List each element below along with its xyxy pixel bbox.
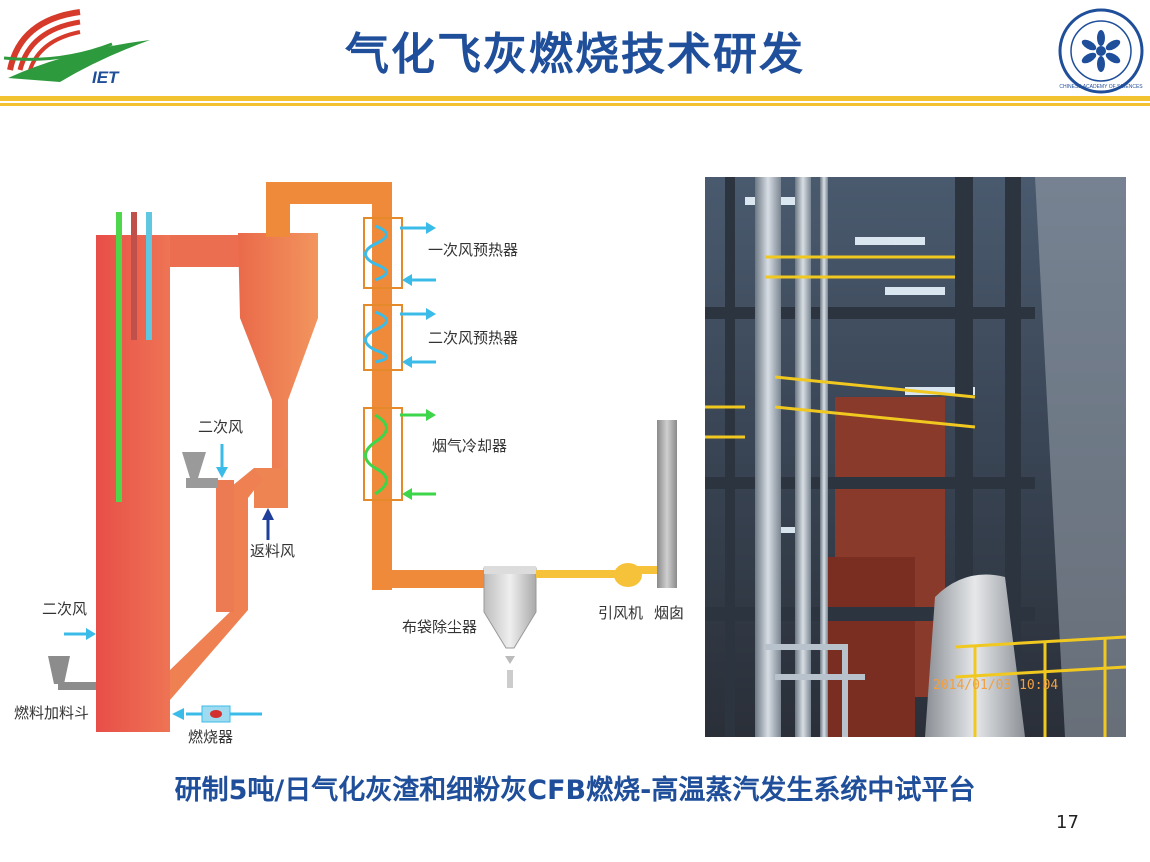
top-duct <box>266 182 392 204</box>
secondary-air-feeder <box>186 478 218 488</box>
page-title: 气化飞灰燃烧技术研发 <box>345 29 805 80</box>
return-air-label: 返料风 <box>250 542 295 560</box>
photo-timestamp: 2014/01/03 10:04 <box>933 678 1058 693</box>
secondary-air-coil <box>364 310 388 364</box>
header-divider <box>0 96 1150 101</box>
flue-gas-cooler-label: 烟气冷却器 <box>432 437 507 455</box>
cyan-tube <box>146 212 152 340</box>
backpass-duct <box>372 182 392 590</box>
chimney <box>657 420 677 588</box>
secondary-air-hopper <box>182 452 206 478</box>
secondary-air-preheater-label: 二次风预热器 <box>428 329 518 347</box>
cfb-process-diagram: 一次风预热器 二次风预热器 烟气冷却器 二次风 返料风 二次风 布袋除尘器 引风… <box>14 182 684 746</box>
burner-arrow <box>172 708 184 720</box>
pilot-platform-photo: 2014/01/03 10:04 <box>705 177 1126 737</box>
furnace-outlet-duct <box>170 235 250 267</box>
cooler-coil <box>364 413 388 496</box>
burner-label: 燃烧器 <box>188 728 233 746</box>
flue-gas-cooler <box>363 407 403 501</box>
cas-logo-text: CHINESE ACADEMY OF SCIENCES <box>1059 84 1143 90</box>
bag-filter-label: 布袋除尘器 <box>402 618 477 636</box>
primary-air-coil <box>364 224 388 282</box>
header-divider-thin <box>0 103 1150 106</box>
secondary-air-preheater <box>363 304 403 371</box>
cas-logo: CHINESE ACADEMY OF SCIENCES <box>1058 8 1144 94</box>
bag-filter <box>483 567 537 649</box>
chimney-label: 烟囱 <box>654 604 684 622</box>
slide-caption: 研制5吨/日气化灰渣和细粉灰CFB燃烧-高温蒸汽发生系统中试平台 <box>174 775 976 806</box>
iet-logo-text: IET <box>92 68 120 87</box>
green-tube <box>116 212 122 502</box>
primary-air-preheater-label: 一次风预热器 <box>428 241 518 259</box>
secondary-air-top-label: 二次风 <box>198 418 243 436</box>
return-leg <box>170 468 262 700</box>
page-number: 17 <box>1056 812 1079 833</box>
bag-filter-discharge <box>507 670 513 688</box>
induced-fan <box>614 563 642 587</box>
red-tube <box>131 212 137 340</box>
bag-filter-top <box>484 566 536 574</box>
fan-pipe <box>536 570 618 578</box>
fuel-feeder-pipe <box>58 682 96 690</box>
secondary-air-side-label: 二次风 <box>42 600 87 618</box>
iet-logo: IET <box>3 9 150 87</box>
return-standpipe <box>216 480 234 612</box>
fan-outlet <box>636 566 658 574</box>
primary-air-preheater <box>363 217 403 289</box>
bag-filter-discharge-arrow <box>505 656 515 664</box>
cyclone <box>238 233 318 508</box>
burner-flame <box>210 710 222 718</box>
fuel-feeder-label: 燃料加料斗 <box>14 704 89 722</box>
induced-fan-label: 引风机 <box>598 604 643 622</box>
fuel-hopper <box>48 656 70 684</box>
bottom-duct <box>372 570 486 588</box>
loop-seal <box>254 468 288 508</box>
